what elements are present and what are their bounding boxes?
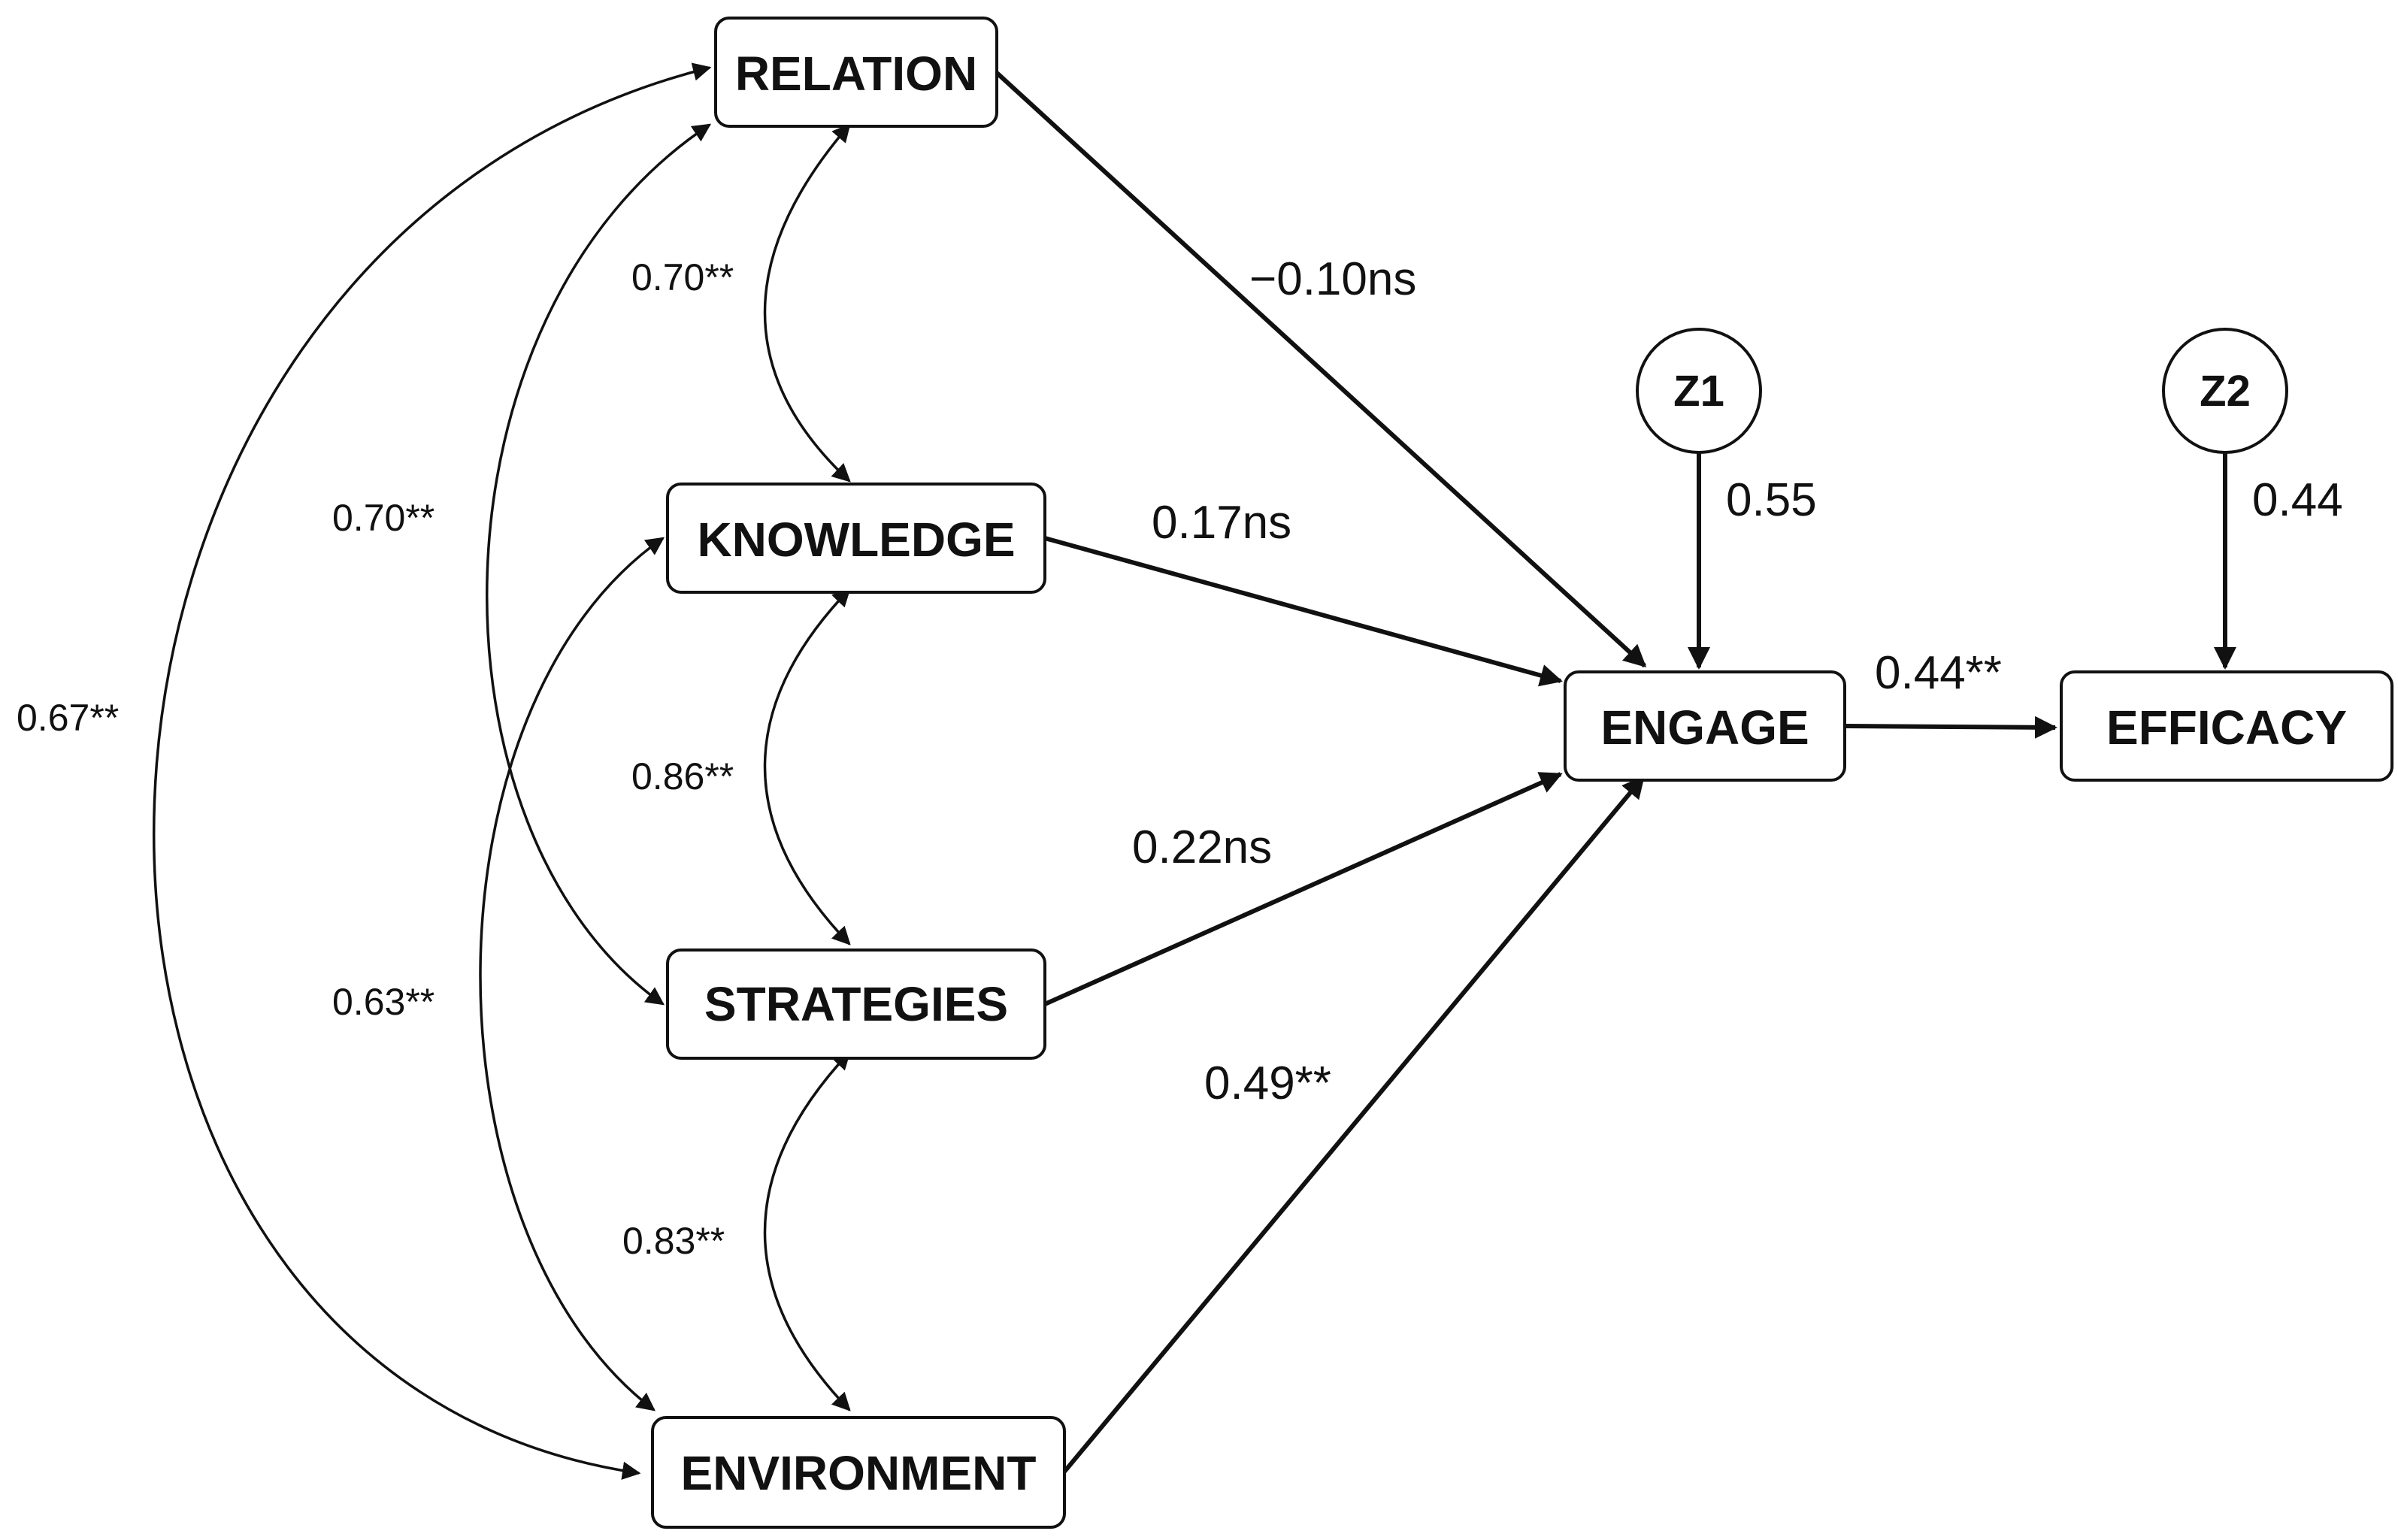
label-cov-knowledge-environment: 0.63** xyxy=(332,981,434,1023)
label-z2-efficacy: 0.44 xyxy=(2252,474,2343,526)
label-strategies-engage: 0.22ns xyxy=(1132,821,1272,873)
node-z2-label: Z2 xyxy=(2200,367,2251,416)
path-knowledge-engage xyxy=(1044,536,1563,687)
path-environment-engage xyxy=(1062,775,1646,1473)
node-relation: RELATION xyxy=(714,17,998,128)
node-engage-label: ENGAGE xyxy=(1600,700,1809,755)
cov-knowledge-environment xyxy=(479,537,665,1411)
node-efficacy-label: EFFICACY xyxy=(2106,700,2347,755)
cov-strategies-environment xyxy=(763,1051,851,1411)
node-relation-label: RELATION xyxy=(735,47,977,101)
node-z1-label: Z1 xyxy=(1673,367,1724,416)
node-strategies: STRATEGIES xyxy=(666,949,1046,1060)
label-cov-knowledge-strategies: 0.86** xyxy=(631,755,734,797)
label-cov-relation-strategies: 0.70** xyxy=(332,497,434,539)
label-knowledge-engage: 0.17ns xyxy=(1152,497,1291,549)
cov-relation-environment xyxy=(153,62,712,1480)
node-knowledge-label: KNOWLEDGE xyxy=(697,513,1015,567)
cov-knowledge-strategies xyxy=(763,588,851,945)
node-environment: ENVIRONMENT xyxy=(651,1416,1066,1529)
node-engage: ENGAGE xyxy=(1564,670,1846,782)
label-cov-strategies-environment: 0.83** xyxy=(622,1220,725,1262)
node-z2: Z2 xyxy=(2162,328,2288,454)
label-cov-relation-environment: 0.67** xyxy=(17,697,119,739)
cov-relation-knowledge xyxy=(763,123,851,483)
cov-relation-strategies xyxy=(485,123,712,1006)
node-knowledge: KNOWLEDGE xyxy=(666,483,1046,594)
path-relation-engage xyxy=(994,70,1647,668)
label-relation-engage: −0.10ns xyxy=(1249,253,1416,305)
label-engage-efficacy: 0.44** xyxy=(1875,647,2002,699)
label-environment-engage: 0.49** xyxy=(1204,1057,1331,1109)
path-strategies-engage xyxy=(1043,772,1563,1006)
path-engage-efficacy xyxy=(1845,716,2057,739)
node-efficacy: EFFICACY xyxy=(2060,670,2393,782)
node-strategies-label: STRATEGIES xyxy=(704,977,1008,1031)
node-z1: Z1 xyxy=(1636,328,1762,454)
node-environment-label: ENVIRONMENT xyxy=(681,1446,1037,1500)
label-z1-engage: 0.55 xyxy=(1726,474,1817,526)
label-cov-relation-knowledge: 0.70** xyxy=(631,256,734,298)
